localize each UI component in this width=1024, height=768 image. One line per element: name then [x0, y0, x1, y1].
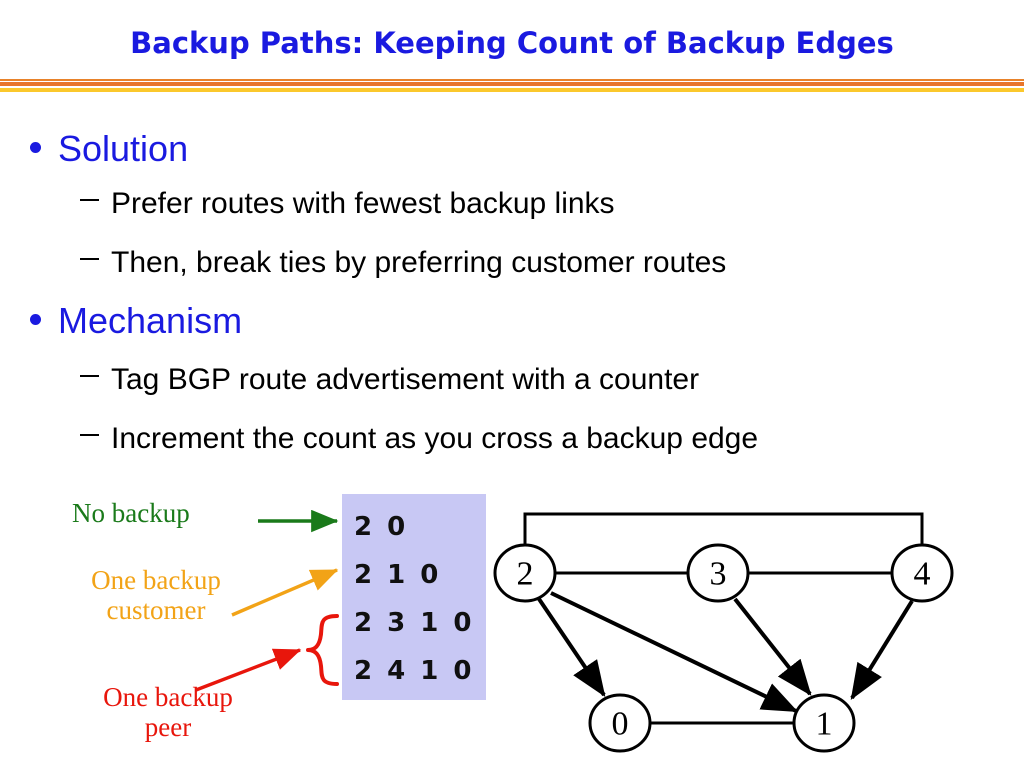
page-title: Backup Paths: Keeping Count of Backup Ed… [130, 26, 894, 60]
graph-node-4[interactable]: 4 [890, 543, 954, 603]
subbullet-mechanism-2: Increment the count as you cross a backu… [80, 422, 758, 456]
graph-edge-3-1 [733, 597, 812, 696]
annotation-no-backup-label: No backup [72, 498, 190, 528]
subbullet-solution-1-label: Prefer routes with fewest backup links [111, 187, 615, 220]
node-circle [890, 543, 954, 603]
dash-icon [80, 258, 99, 261]
node-label: 4 [914, 556, 931, 593]
node-label: 0 [612, 706, 629, 743]
subbullet-solution-2-label: Then, break ties by preferring customer … [111, 246, 727, 279]
as-topology-graph: 2 3 4 0 1 [480, 480, 1024, 768]
annotation-one-backup-peer-line2: peer [144, 712, 192, 742]
annotation-one-backup-customer: One backup customer [56, 565, 256, 625]
graph-edge-2-1 [550, 591, 799, 713]
graph-node-1[interactable]: 1 [792, 693, 856, 753]
bullet-solution: Solution [30, 128, 188, 170]
graph-edge-2-0 [537, 597, 606, 697]
as-path-row: 2 4 1 0 [354, 656, 475, 686]
graph-node-3[interactable]: 3 [686, 543, 750, 603]
divider-line-orange-thick [0, 82, 1024, 86]
divider-line-orange-thin [0, 79, 1024, 81]
dash-icon [80, 199, 99, 202]
dash-icon [80, 375, 99, 378]
annotation-one-backup-peer: One backup peer [68, 682, 268, 742]
subbullet-mechanism-1: Tag BGP route advertisement with a count… [80, 363, 699, 397]
node-label: 2 [517, 556, 534, 593]
subbullet-mechanism-1-label: Tag BGP route advertisement with a count… [111, 363, 700, 396]
annotation-one-backup-customer-line1: One backup [91, 565, 221, 595]
subbullet-solution-2: Then, break ties by preferring customer … [80, 246, 726, 280]
dash-icon [80, 434, 99, 437]
divider-line-yellow [0, 88, 1024, 92]
node-label: 3 [710, 556, 727, 593]
bullet-solution-label: Solution [58, 128, 189, 169]
node-circle [588, 693, 652, 753]
graph-edge-2-4 [523, 512, 924, 545]
as-path-row: 2 3 1 0 [354, 608, 475, 638]
graph-svg: 2 3 4 0 1 [493, 512, 954, 753]
graph-node-2[interactable]: 2 [493, 543, 557, 603]
bullet-dot-icon [30, 313, 41, 325]
graph-edge-4-1 [850, 599, 914, 701]
node-label: 1 [816, 706, 833, 743]
as-path-row: 2 0 [354, 512, 409, 542]
node-circle [792, 693, 856, 753]
subbullet-solution-1: Prefer routes with fewest backup links [80, 187, 615, 221]
as-path-box [342, 494, 486, 700]
as-path-row: 2 1 0 [354, 560, 442, 590]
bullet-mechanism-label: Mechanism [58, 300, 243, 341]
annotation-one-backup-customer-line2: customer [106, 595, 206, 625]
bullet-dot-icon [30, 141, 41, 153]
as-path-list: 2 0 2 1 0 2 3 1 0 2 4 1 0 [354, 503, 504, 695]
bullet-mechanism: Mechanism [30, 300, 242, 342]
node-circle [686, 543, 750, 603]
curly-brace-icon [306, 614, 339, 686]
title-divider-rule [0, 79, 1024, 92]
node-circle [493, 543, 557, 603]
subbullet-mechanism-2-label: Increment the count as you cross a backu… [111, 422, 759, 455]
graph-node-0[interactable]: 0 [588, 693, 652, 753]
annotation-one-backup-peer-line1: One backup [103, 682, 233, 712]
